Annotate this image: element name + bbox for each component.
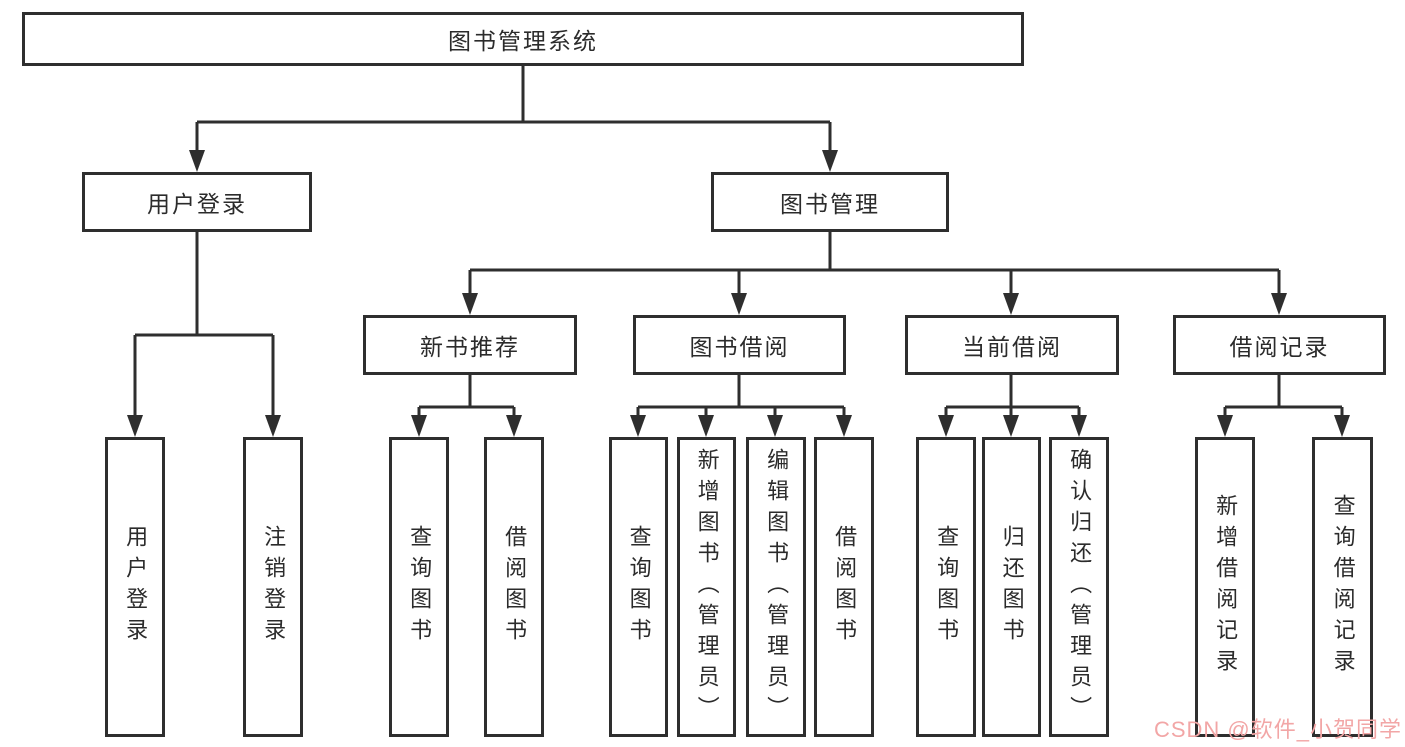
- node-book-management: 图书管理: [711, 172, 949, 232]
- node-query-books-recommend-label: 查询图书: [407, 525, 433, 649]
- node-query-borrow-record: 查询借阅记录: [1312, 437, 1373, 737]
- node-confirm-return-admin: 确认归还（管理员）: [1049, 437, 1109, 737]
- node-new-book-recommendation-label: 新书推荐: [420, 334, 520, 360]
- node-edit-books-admin: 编辑图书（管理员）: [746, 437, 806, 737]
- node-user-login-leaf-label: 用户登录: [123, 525, 149, 649]
- node-add-books-admin-label: 新增图书（管理员）: [694, 447, 720, 727]
- node-user-login-label: 用户登录: [147, 191, 247, 217]
- node-library-system: 图书管理系统: [22, 12, 1024, 66]
- node-query-books-current-label: 查询图书: [934, 525, 960, 649]
- arrowhead-icons: [127, 150, 1350, 437]
- node-logout-label: 注销登录: [261, 525, 287, 649]
- node-current-borrowing: 当前借阅: [905, 315, 1119, 375]
- node-query-borrow-record-label: 查询借阅记录: [1330, 494, 1356, 680]
- node-current-borrowing-label: 当前借阅: [962, 334, 1062, 360]
- node-return-books: 归还图书: [982, 437, 1041, 737]
- node-new-book-recommendation: 新书推荐: [363, 315, 577, 375]
- node-borrow-books-recommend: 借阅图书: [484, 437, 544, 737]
- node-book-borrowing: 图书借阅: [633, 315, 846, 375]
- node-query-books-current: 查询图书: [916, 437, 976, 737]
- node-borrowing-records-label: 借阅记录: [1229, 334, 1330, 360]
- node-book-management-label: 图书管理: [780, 191, 880, 217]
- node-edit-books-admin-label: 编辑图书（管理员）: [764, 447, 790, 727]
- node-library-system-label: 图书管理系统: [448, 28, 598, 54]
- node-borrowing-records: 借阅记录: [1173, 315, 1386, 375]
- node-book-borrowing-label: 图书借阅: [689, 334, 790, 360]
- node-confirm-return-admin-label: 确认归还（管理员）: [1067, 447, 1093, 727]
- node-borrow-books-borrowing-label: 借阅图书: [832, 525, 858, 649]
- node-query-books-borrowing-label: 查询图书: [626, 525, 652, 649]
- node-user-login-leaf: 用户登录: [105, 437, 165, 737]
- node-borrow-books-borrowing: 借阅图书: [814, 437, 874, 737]
- node-add-books-admin: 新增图书（管理员）: [677, 437, 736, 737]
- node-query-books-recommend: 查询图书: [389, 437, 449, 737]
- node-return-books-label: 归还图书: [999, 525, 1025, 649]
- node-user-login: 用户登录: [82, 172, 312, 232]
- node-query-books-borrowing: 查询图书: [609, 437, 668, 737]
- node-borrow-books-recommend-label: 借阅图书: [502, 525, 528, 649]
- node-logout: 注销登录: [243, 437, 303, 737]
- node-add-borrow-record: 新增借阅记录: [1195, 437, 1255, 737]
- node-add-borrow-record-label: 新增借阅记录: [1213, 494, 1239, 680]
